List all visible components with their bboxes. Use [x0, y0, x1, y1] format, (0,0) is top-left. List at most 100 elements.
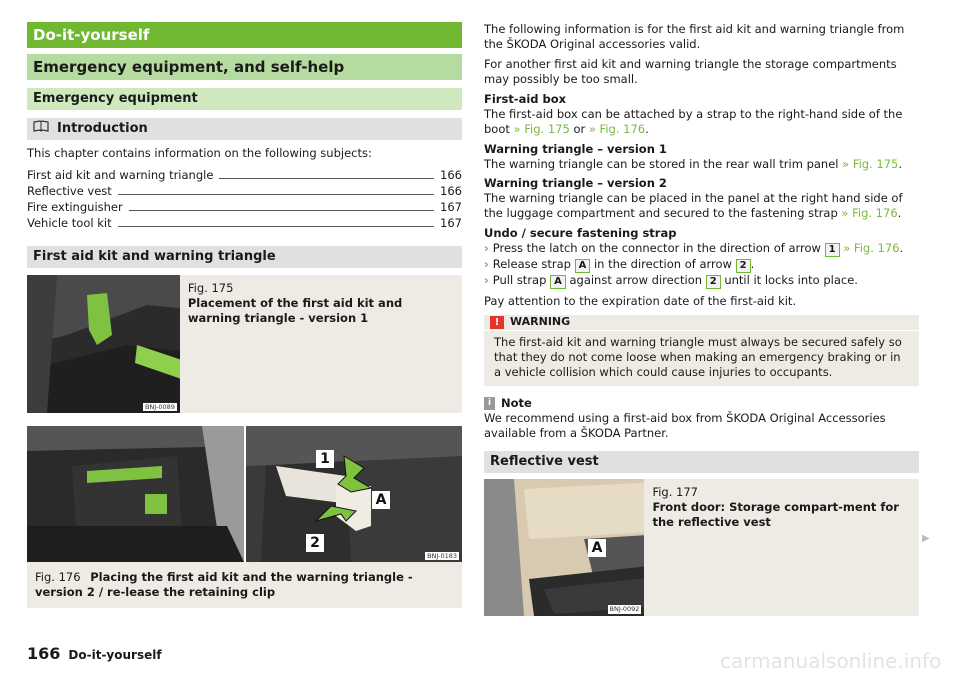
toc-label: Reflective vest — [27, 184, 112, 198]
callout-2: 2 — [306, 533, 324, 552]
boot-photo-v1: BNJ-0089 — [27, 274, 180, 413]
figure-175: BNJ-0089 Fig. 175 Placement of the first… — [27, 274, 462, 413]
step-text: Press the latch on the connector in the … — [492, 241, 821, 256]
subsection-title: Emergency equipment — [27, 88, 462, 110]
watermark: carmanualsonline.info — [720, 649, 942, 673]
step-3: › Pull strap A against arrow direction 2… — [484, 273, 919, 290]
figure-number: Fig. 176 — [35, 569, 81, 584]
chevron-right-icon: › — [484, 273, 489, 288]
fig-176-link[interactable]: » Fig. 176 — [843, 241, 900, 256]
callout-a: A — [372, 490, 390, 509]
block-heading: First-aid box — [484, 91, 567, 106]
door-photo: A BNJ-0092 — [484, 478, 645, 616]
figure-caption: Fig. 175 Placement of the first aid kit … — [180, 275, 462, 413]
figure-177: A BNJ-0092 Fig. 177 Front door: Storage … — [484, 478, 919, 616]
note-text: We recommend using a first-aid box from … — [484, 410, 886, 440]
page-footer: 166 Do-it-yourself — [27, 644, 162, 665]
page-number: 166 — [27, 644, 61, 663]
continue-arrow-icon: ▶ — [922, 533, 930, 544]
block-heading: Warning triangle – version 1 — [484, 141, 667, 156]
strap-steps: Undo / secure fastening strap › Press th… — [484, 226, 919, 290]
warning-title: WARNING — [510, 315, 571, 329]
triangle-v2-block: Warning triangle – version 2 The warning… — [484, 176, 919, 221]
figure-caption-text: Placement of the first aid kit and warni… — [187, 295, 403, 325]
paragraph: Pay attention to the expiration date of … — [484, 294, 797, 309]
figure-number: Fig. 177 — [652, 484, 698, 499]
strap-photo: 1 A 2 BNJ-0183 — [244, 425, 462, 562]
block-heading: Warning triangle – version 2 — [484, 176, 667, 191]
chevron-right-icon: › — [484, 257, 489, 272]
vest-title: Reflective vest — [484, 450, 919, 473]
toc-leader — [128, 209, 435, 211]
arrow-key-2: 2 — [705, 275, 721, 290]
warning-icon: ! — [490, 316, 504, 330]
section-title: Emergency equipment, and self-help — [27, 54, 462, 80]
strap-key-a: A — [550, 275, 566, 290]
figure-176-photos: 1 A 2 BNJ-0183 — [27, 425, 462, 562]
toc-page: 167 — [440, 200, 462, 214]
toc-row[interactable]: First aid kit and warning triangle 166 — [27, 167, 462, 183]
chevron-right-icon: › — [484, 241, 489, 256]
arrow-key-2: 2 — [735, 259, 751, 274]
boot-photo-v2 — [27, 425, 244, 562]
conjunction: or — [573, 121, 586, 136]
toc-row[interactable]: Vehicle tool kit 167 — [27, 215, 462, 231]
figure-176: 1 A 2 BNJ-0183 Fig. 176 Placing the firs… — [27, 425, 462, 608]
fig-176-link[interactable]: » Fig. 176 — [841, 206, 898, 221]
block-text: The first-aid box can be attached by a s… — [484, 106, 903, 136]
left-column: Do-it-yourself Emergency equipment, and … — [27, 22, 462, 608]
fig-175-link[interactable]: » Fig. 175 — [513, 121, 570, 136]
figure-number: Fig. 175 — [187, 280, 234, 295]
step-text: until it locks into place. — [724, 273, 858, 288]
step-text: Pull strap — [492, 273, 547, 288]
step-text: Release strap — [492, 257, 571, 272]
step-2: › Release strap A in the direction of ar… — [484, 257, 755, 274]
block-text: The warning triangle can be stored in th… — [484, 156, 839, 171]
toc-leader — [219, 177, 435, 179]
intro-title: Introduction — [57, 120, 148, 136]
warning-header: ! WARNING — [484, 315, 919, 332]
fig-176-link[interactable]: » Fig. 176 — [588, 121, 646, 136]
toc-row[interactable]: Fire extinguisher 167 — [27, 199, 462, 215]
first-aid-box-block: First-aid box The first-aid box can be a… — [484, 92, 919, 137]
strap-key-a: A — [574, 259, 591, 274]
figure-caption-text: Placing the first aid kit and the warnin… — [35, 569, 413, 599]
block-heading: Undo / secure fastening strap — [484, 226, 677, 241]
toc-leader — [117, 193, 435, 195]
paragraph: For another first aid kit and warning tr… — [484, 56, 897, 86]
block-text: The warning triangle can be placed in th… — [484, 191, 903, 221]
toc-page: 167 — [440, 216, 462, 230]
toc-leader — [117, 225, 435, 227]
fig-175-link[interactable]: » Fig. 175 — [842, 156, 899, 171]
toc-row[interactable]: Reflective vest 166 — [27, 183, 462, 199]
first-aid-title: First aid kit and warning triangle — [27, 245, 462, 268]
callout-1: 1 — [316, 449, 334, 468]
triangle-v1-block: Warning triangle – version 1 The warning… — [484, 142, 919, 172]
step-text: in the direction of arrow — [593, 257, 732, 272]
note-header: i Note — [484, 396, 919, 411]
intro-text: This chapter contains information on the… — [27, 146, 372, 160]
chapter-title: Do-it-yourself — [27, 22, 462, 48]
figure-caption: Fig. 176 Placing the first aid kit and t… — [27, 562, 462, 608]
note-title: Note — [501, 395, 532, 410]
toc: First aid kit and warning triangle 166 R… — [27, 167, 462, 231]
figure-code: BNJ-0183 — [425, 551, 459, 560]
step-text: against arrow direction — [569, 273, 703, 288]
book-icon — [33, 120, 49, 138]
warning-text: The first-aid kit and warning triangle m… — [494, 335, 902, 379]
toc-page: 166 — [440, 184, 462, 198]
intro-heading: Introduction — [27, 118, 462, 140]
figure-code: BNJ-0092 — [607, 605, 642, 614]
right-column: The following information is for the fir… — [484, 22, 919, 616]
arrow-key-1: 1 — [824, 243, 840, 258]
paragraph: The following information is for the fir… — [484, 22, 905, 51]
toc-label: Vehicle tool kit — [27, 216, 112, 230]
footer-section: Do-it-yourself — [68, 648, 162, 662]
figure-caption: Fig. 177 Front door: Storage compart-men… — [644, 479, 919, 616]
figure-caption-text: Front door: Storage compart-ment for the… — [652, 499, 899, 529]
info-icon: i — [484, 396, 495, 410]
callout-a: A — [588, 538, 606, 557]
note-block: i Note We recommend using a first-aid bo… — [484, 396, 919, 441]
toc-label: Fire extinguisher — [27, 200, 123, 214]
toc-label: First aid kit and warning triangle — [27, 168, 214, 182]
